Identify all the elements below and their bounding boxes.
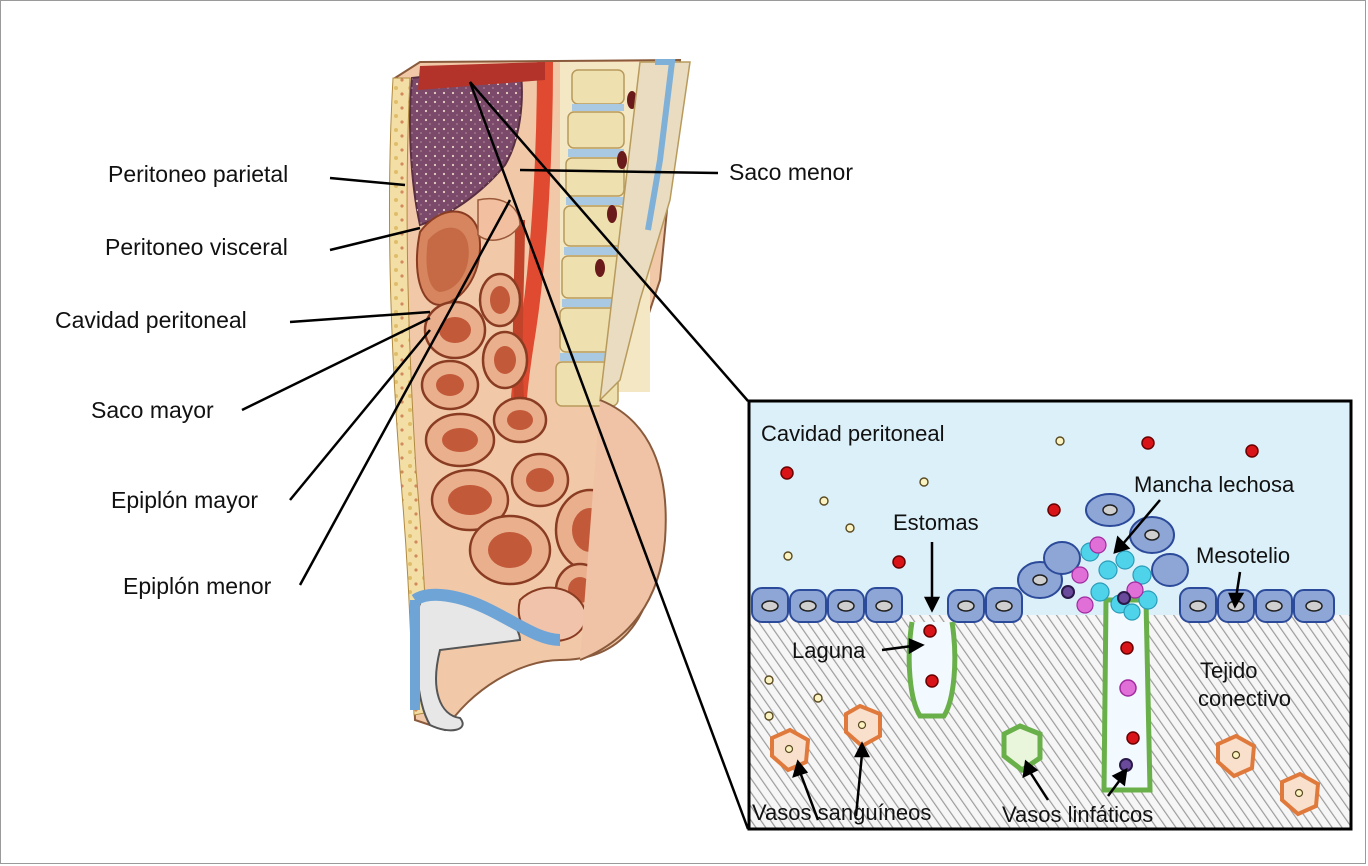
inset-label-vasos-linfaticos: Vasos linfáticos bbox=[1002, 804, 1153, 826]
inset-label-vasos-sanguineos: Vasos sanguíneos bbox=[752, 802, 931, 824]
inset-label-estomas: Estomas bbox=[893, 512, 979, 534]
inset-label-laguna: Laguna bbox=[792, 640, 865, 662]
inset-label-tejido: Tejido bbox=[1200, 660, 1257, 682]
inset-label-mancha-lechosa: Mancha lechosa bbox=[1134, 474, 1294, 496]
lymphocyte-in-vessel bbox=[1120, 680, 1136, 696]
inset-label-cavidad-peritoneal: Cavidad peritoneal bbox=[761, 423, 944, 445]
inset-label-conectivo: conectivo bbox=[1198, 688, 1291, 710]
inset-label-mesotelio: Mesotelio bbox=[1196, 545, 1290, 567]
